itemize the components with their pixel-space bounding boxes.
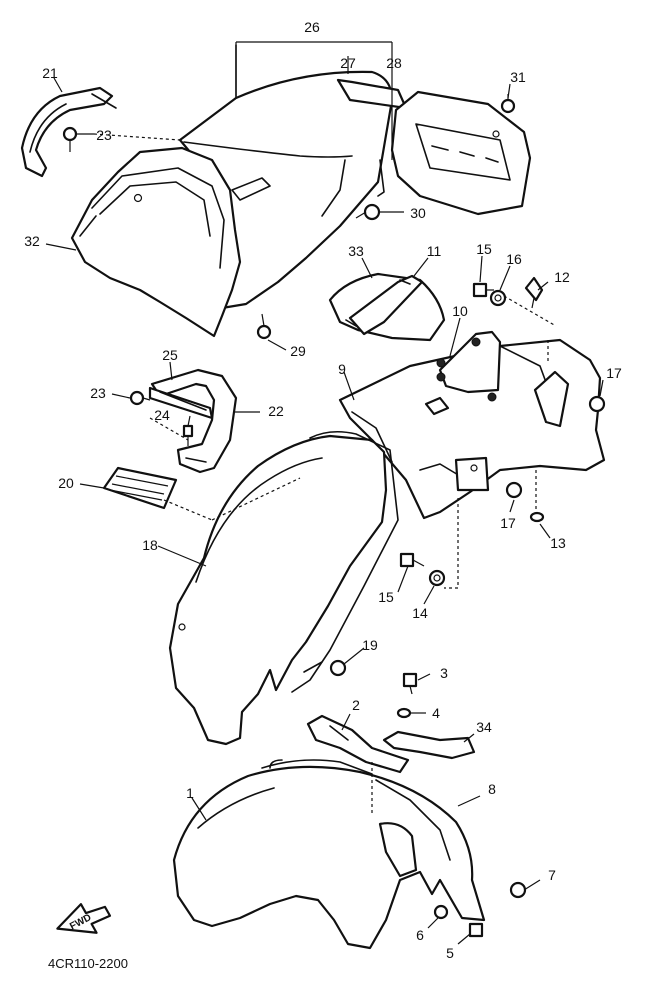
reflector-part [102, 466, 178, 510]
callout-8: 8 [488, 781, 496, 797]
callout-16: 16 [506, 251, 522, 267]
callout-15-top: 15 [476, 241, 492, 257]
forward-direction-arrow: FWD [56, 903, 112, 934]
drawing-code: 4CR110-2200 [48, 956, 128, 971]
bolt-29 [256, 313, 272, 340]
callout-33: 33 [348, 243, 364, 259]
bolt-15b [399, 552, 425, 568]
grab-bar-right-part [148, 368, 238, 474]
seat-bracket [235, 41, 393, 96]
callout-18: 18 [142, 537, 158, 553]
callout-11: 11 [427, 243, 442, 259]
grab-bar-left-part [20, 86, 117, 178]
collar-16 [489, 289, 507, 307]
callout-23-mid: 23 [90, 385, 106, 401]
collar-14 [428, 569, 446, 587]
nut-17b [505, 481, 523, 499]
callout-17-right: 17 [606, 365, 622, 381]
rear-cover-part [336, 78, 532, 216]
callout-1: 1 [186, 785, 194, 801]
callout-28: 28 [386, 55, 402, 71]
bolt-23a [62, 126, 78, 152]
nut-19 [329, 659, 347, 677]
callout-3: 3 [440, 665, 448, 681]
assembly-lines [93, 133, 557, 816]
washer-4 [396, 707, 412, 719]
callout-15-lower: 15 [378, 589, 394, 605]
callout-2: 2 [352, 697, 360, 713]
callout-6: 6 [416, 927, 424, 943]
battery-cover-part [328, 272, 446, 342]
bolt-5 [468, 922, 484, 938]
callout-4: 4 [432, 705, 440, 721]
callout-26: 26 [304, 19, 320, 35]
fender-stay-2 [306, 714, 410, 774]
callout-22: 22 [268, 403, 284, 419]
callout-31: 31 [510, 69, 526, 85]
fender-stay-34 [382, 730, 476, 760]
bolt-3 [402, 672, 418, 695]
callout-21: 21 [42, 65, 58, 81]
callout-19: 19 [362, 637, 378, 653]
callout-29: 29 [290, 343, 306, 359]
callout-34: 34 [476, 719, 492, 735]
nut-7 [509, 881, 527, 899]
callout-27: 27 [340, 55, 356, 71]
tail-cowl-part [70, 146, 242, 338]
nut-17a [588, 395, 606, 413]
callout-7: 7 [548, 867, 556, 883]
callout-14: 14 [412, 605, 428, 621]
callout-13: 13 [550, 535, 566, 551]
mudguard-bracket-part [338, 330, 606, 520]
callout-9: 9 [338, 361, 346, 377]
callout-30: 30 [410, 205, 426, 221]
callout-17-lower: 17 [500, 515, 516, 531]
bolt-12 [524, 276, 544, 309]
callout-25: 25 [162, 347, 178, 363]
leader-lines [45, 56, 604, 945]
callout-23-top: 23 [96, 127, 112, 143]
bolt-30 [355, 203, 381, 221]
callout-12: 12 [554, 269, 570, 285]
rear-fender-part [168, 430, 399, 746]
callout-20: 20 [58, 475, 74, 491]
front-fender-part [172, 759, 486, 950]
bolt-15a [472, 282, 494, 298]
bolt-24 [182, 424, 194, 446]
callout-24: 24 [154, 407, 170, 423]
washer-13 [529, 511, 545, 523]
callout-5: 5 [446, 945, 454, 961]
bolt-23b [129, 390, 151, 406]
callout-labels: 26 27 28 21 23 31 30 32 33 11 15 16 12 2… [24, 19, 622, 961]
collar-6 [433, 904, 449, 920]
callout-10: 10 [452, 303, 468, 319]
callout-32: 32 [24, 233, 40, 249]
